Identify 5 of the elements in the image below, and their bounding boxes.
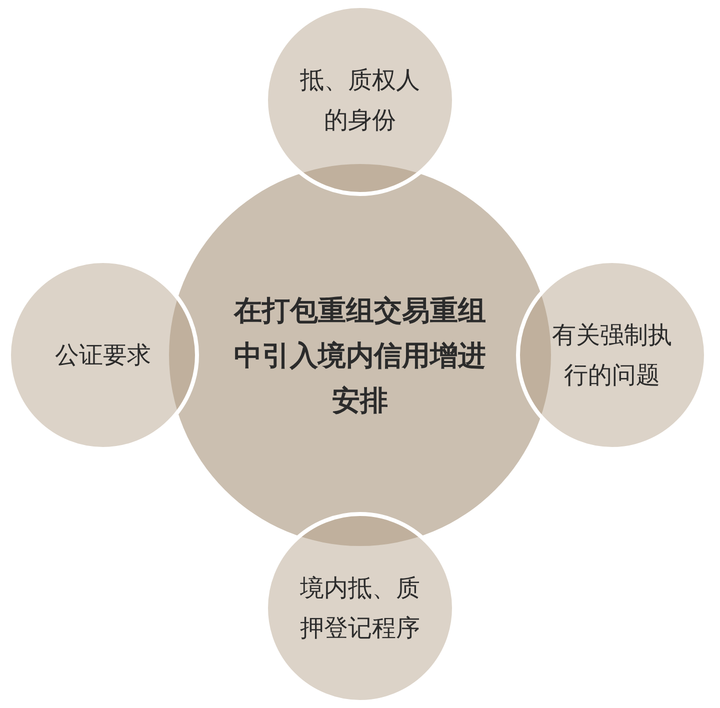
topic-text: 有关强制执行的问题 <box>551 320 673 391</box>
central-topic-text: 在打包重组交易重组中引入境内信用增进安排 <box>232 292 487 418</box>
topic-text: 公证要求 <box>54 340 152 371</box>
topic-text: 境内抵、质押登记程序 <box>299 573 421 644</box>
topic-text: 抵、质权人的身份 <box>299 65 421 136</box>
